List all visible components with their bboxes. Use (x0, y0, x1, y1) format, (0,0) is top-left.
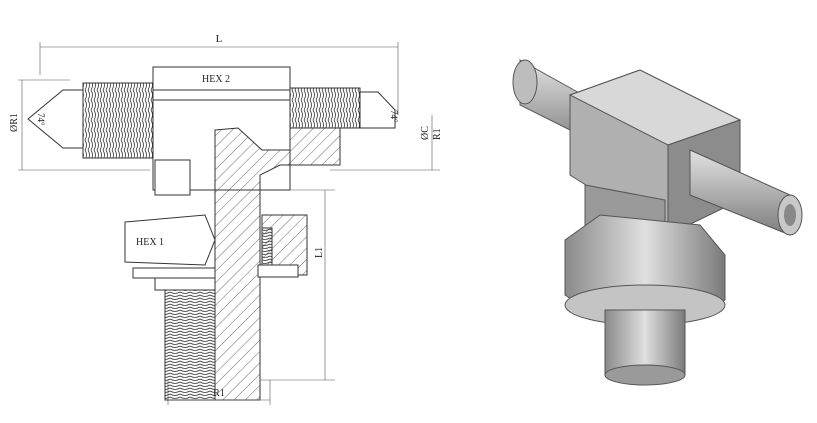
length-label: L (216, 33, 223, 45)
bottom-r1-label: R1 (213, 388, 225, 399)
3d-render (512, 59, 803, 386)
left-arm: ØR1 74° (9, 79, 154, 171)
right-diameter-c-label: ØC (420, 126, 431, 140)
right-r1-label: R1 (432, 128, 443, 140)
left-diameter-label: ØR1 (9, 113, 20, 132)
lower-body: HEX 1 R1 L1 (124, 159, 335, 405)
length1-label: L1 (314, 247, 325, 258)
hex2-label: HEX 2 (202, 74, 230, 85)
hex1-label: HEX 1 (136, 237, 164, 248)
section-view (214, 127, 341, 401)
dimension-l: L (39, 33, 399, 115)
right-arm: 74° ØC R1 (289, 87, 443, 171)
right-angle-label: 74° (389, 110, 399, 123)
left-angle-label: 74° (36, 113, 46, 126)
